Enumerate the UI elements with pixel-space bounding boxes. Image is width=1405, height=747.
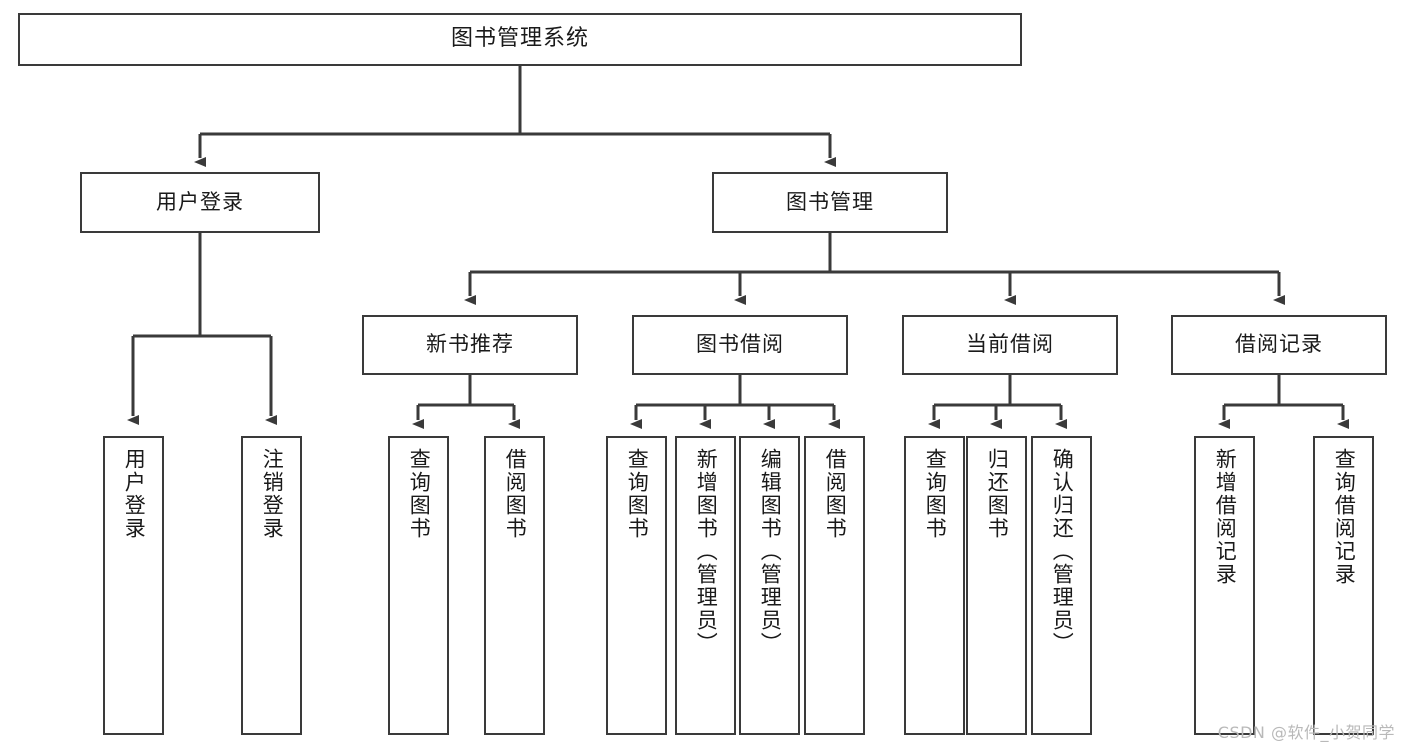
node-current-borrow[interactable]: 当前借阅 xyxy=(902,315,1118,375)
node-label: 确认归还（管理员） xyxy=(1050,448,1075,655)
node-label: 查询图书 xyxy=(923,448,948,540)
node-label: 新增借阅记录 xyxy=(1213,448,1238,586)
node-label: 借阅图书 xyxy=(503,448,528,540)
node-leaf-query-record[interactable]: 查询借阅记录 xyxy=(1313,436,1374,735)
node-leaf-borrow-book-2[interactable]: 借阅图书 xyxy=(804,436,865,735)
node-label: 当前借阅 xyxy=(966,332,1054,357)
node-label: 查询图书 xyxy=(407,448,432,540)
node-user-login[interactable]: 用户登录 xyxy=(80,172,320,233)
node-leaf-query-book-1[interactable]: 查询图书 xyxy=(388,436,449,735)
node-leaf-confirm-return[interactable]: 确认归还（管理员） xyxy=(1031,436,1092,735)
node-leaf-borrow-book-1[interactable]: 借阅图书 xyxy=(484,436,545,735)
node-label: 归还图书 xyxy=(985,448,1010,540)
node-label: 用户登录 xyxy=(156,189,244,214)
node-leaf-query-book-2[interactable]: 查询图书 xyxy=(606,436,667,735)
node-leaf-add-record[interactable]: 新增借阅记录 xyxy=(1194,436,1255,735)
node-book-management[interactable]: 图书管理 xyxy=(712,172,948,233)
node-label: 新书推荐 xyxy=(426,332,514,357)
node-label: 图书借阅 xyxy=(696,332,784,357)
node-label: 借阅图书 xyxy=(823,448,848,540)
node-book-borrow[interactable]: 图书借阅 xyxy=(632,315,848,375)
node-leaf-user-logout[interactable]: 注销登录 xyxy=(241,436,302,735)
node-label: 查询图书 xyxy=(625,448,650,540)
node-label: 图书管理系统 xyxy=(450,26,589,52)
node-label: 新增图书（管理员） xyxy=(694,448,719,655)
node-root[interactable]: 图书管理系统 xyxy=(18,13,1022,66)
watermark: CSDN @软件_小贺同学 xyxy=(1217,723,1395,742)
node-label: 图书管理 xyxy=(786,189,874,214)
node-leaf-edit-book[interactable]: 编辑图书（管理员） xyxy=(739,436,800,735)
node-leaf-query-book-3[interactable]: 查询图书 xyxy=(904,436,965,735)
node-label: 注销登录 xyxy=(260,448,285,540)
node-leaf-return-book[interactable]: 归还图书 xyxy=(966,436,1027,735)
node-label: 编辑图书（管理员） xyxy=(758,448,783,655)
node-label: 借阅记录 xyxy=(1235,332,1323,357)
node-leaf-user-login[interactable]: 用户登录 xyxy=(103,436,164,735)
node-label: 用户登录 xyxy=(122,448,147,540)
node-leaf-add-book[interactable]: 新增图书（管理员） xyxy=(675,436,736,735)
node-label: 查询借阅记录 xyxy=(1332,448,1357,586)
node-new-book-recommend[interactable]: 新书推荐 xyxy=(362,315,578,375)
node-borrow-record[interactable]: 借阅记录 xyxy=(1171,315,1387,375)
